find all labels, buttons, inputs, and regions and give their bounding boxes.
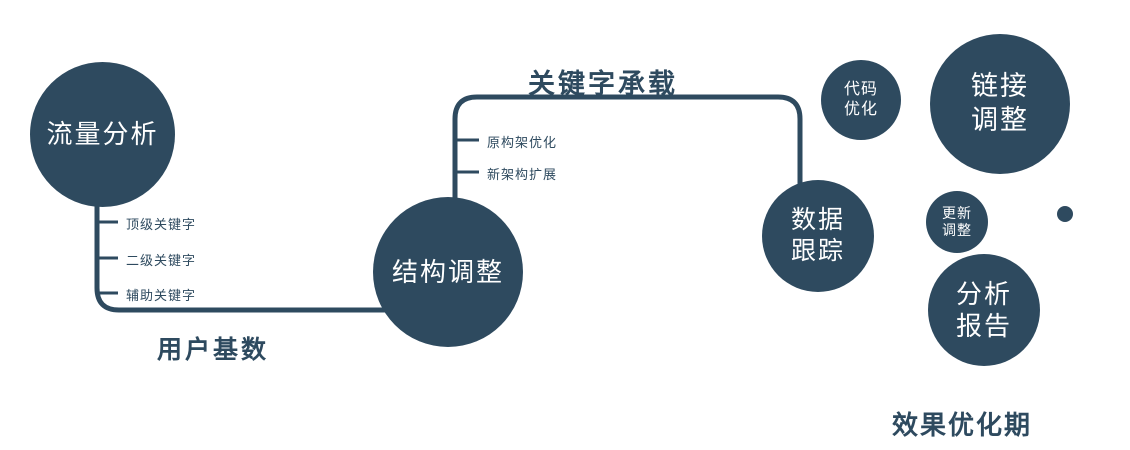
tick-label-auxiliary-keywords: 辅助关键字 bbox=[126, 288, 197, 303]
node-structure-adjustment: 结构调整 bbox=[373, 197, 523, 347]
node-traffic-analysis-label: 流量分析 bbox=[46, 119, 159, 150]
node-data-tracking-line1: 数据 bbox=[790, 205, 845, 234]
edge-label-user-base: 用户基数 bbox=[157, 336, 270, 364]
footer-caption: 效果优化期 bbox=[892, 410, 1033, 440]
tick-marks-left bbox=[97, 220, 118, 295]
node-small-dot bbox=[1057, 206, 1073, 222]
node-update-adjustment: 更新 调整 bbox=[926, 191, 988, 253]
node-data-tracking-line2: 跟踪 bbox=[790, 237, 845, 265]
node-link-adjustment-line2: 调整 bbox=[971, 105, 1029, 135]
tick-label-new-architecture: 新架构扩展 bbox=[487, 167, 558, 182]
node-link-adjustment-line1: 链接 bbox=[971, 71, 1029, 102]
edge-label-keyword-carry: 关键字承载 bbox=[528, 69, 678, 99]
tick-label-top-keywords: 顶级关键字 bbox=[126, 217, 197, 232]
edge-structure-tracking bbox=[452, 94, 803, 205]
node-code-optimization: 代码 优化 bbox=[821, 60, 901, 140]
tick-label-original-architecture: 原构架优化 bbox=[487, 135, 558, 150]
node-code-optimization-line2: 优化 bbox=[843, 101, 878, 118]
node-analysis-report: 分析 报告 bbox=[928, 254, 1040, 366]
node-structure-adjustment-label: 结构调整 bbox=[391, 256, 504, 287]
node-data-tracking: 数据 跟踪 bbox=[762, 180, 874, 292]
node-code-optimization-line1: 代码 bbox=[843, 81, 878, 98]
node-update-adjustment-line2: 调整 bbox=[942, 222, 972, 238]
tick-marks-middle bbox=[455, 138, 479, 174]
edge-traffic-structure bbox=[94, 195, 400, 313]
node-update-adjustment-line1: 更新 bbox=[942, 204, 972, 221]
node-traffic-analysis: 流量分析 bbox=[30, 62, 175, 207]
tick-label-second-keywords: 二级关键字 bbox=[126, 253, 197, 268]
node-analysis-report-line1: 分析 bbox=[955, 278, 1012, 309]
node-link-adjustment: 链接 调整 bbox=[930, 34, 1070, 174]
node-analysis-report-line2: 报告 bbox=[955, 311, 1012, 341]
